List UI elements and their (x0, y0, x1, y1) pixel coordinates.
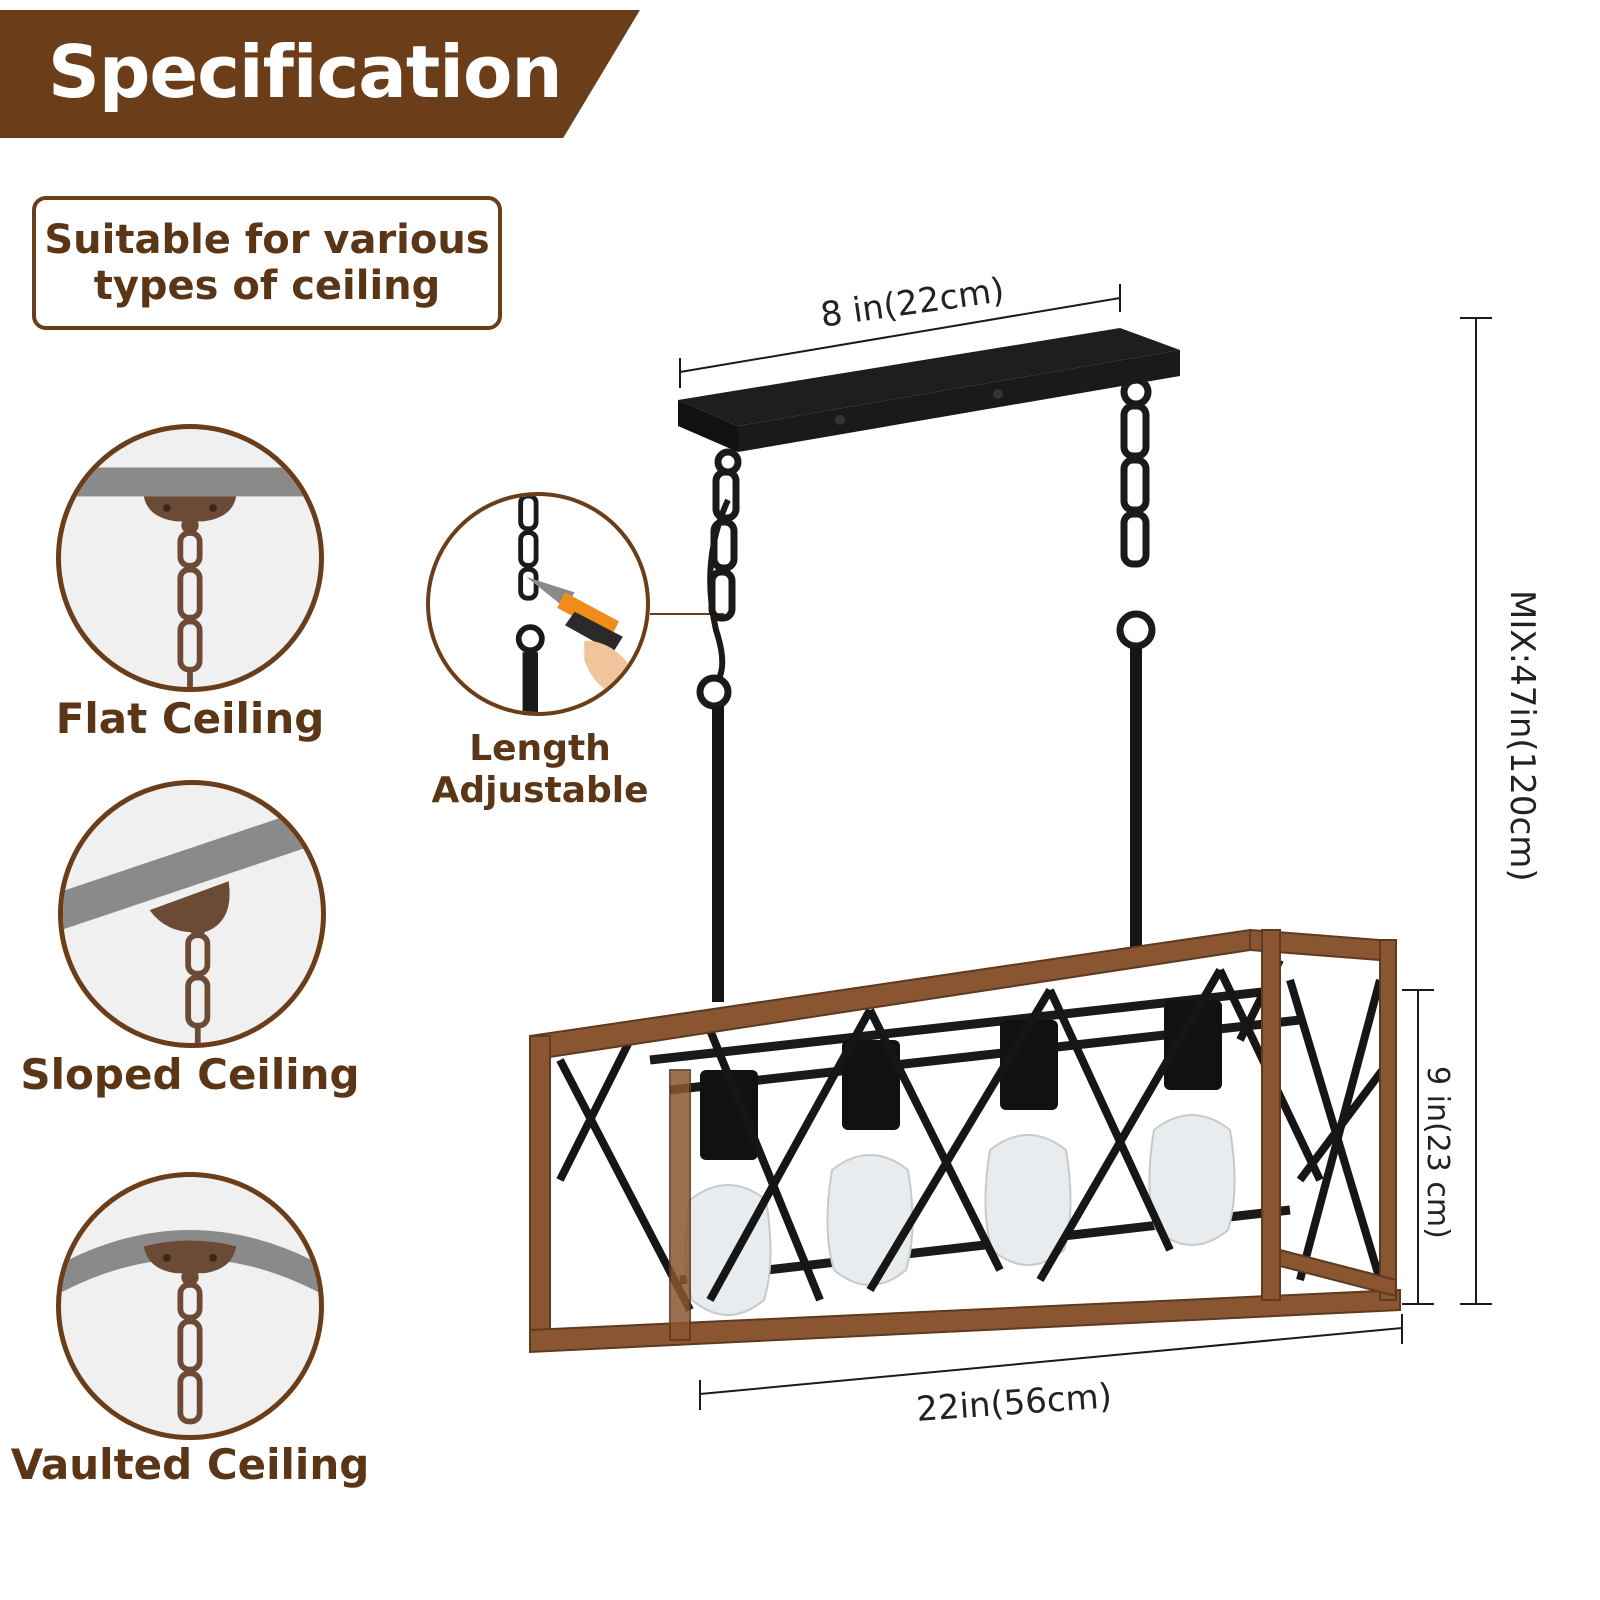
right-rod (1130, 648, 1142, 948)
flat-ceiling-icon (61, 467, 319, 687)
wood-frame (529, 928, 1401, 1354)
ceiling-suitability-text: Suitable for various types of ceiling (44, 217, 490, 309)
front-lattice (556, 958, 1394, 1312)
max-height-label: MIX:47in(120cm) (1502, 590, 1542, 882)
flat-ceiling-image (56, 424, 324, 692)
length-adjustable-label: Length Adjustable (420, 728, 660, 812)
zoom-connector-line (650, 613, 724, 615)
sloped-ceiling-image (58, 780, 326, 1048)
sloped-ceiling-icon (63, 804, 321, 1043)
left-rod (712, 706, 724, 1002)
right-chain (1116, 376, 1156, 650)
body-height-label: 9 in(23 cm) (1420, 1066, 1455, 1239)
vaulted-ceiling-label: Vaulted Ceiling (10, 1440, 370, 1489)
chandelier-image (529, 328, 1401, 1354)
specification-banner: Specification (0, 10, 640, 138)
canopy-front (678, 400, 738, 452)
vaulted-ceiling-icon (61, 1229, 319, 1425)
plier-chain-icon (515, 496, 633, 712)
page-title: Specification (48, 30, 563, 114)
length-adjustable-line1: Length (469, 728, 611, 769)
sloped-ceiling-label: Sloped Ceiling (20, 1050, 360, 1099)
vaulted-ceiling-image (56, 1172, 324, 1440)
flat-ceiling-label: Flat Ceiling (55, 694, 325, 743)
length-adjustable-line2: Adjustable (431, 770, 649, 811)
length-adjustable-image (426, 492, 650, 716)
canopy-side (738, 350, 1180, 452)
ceiling-suitability-box: Suitable for various types of ceiling (32, 196, 502, 330)
